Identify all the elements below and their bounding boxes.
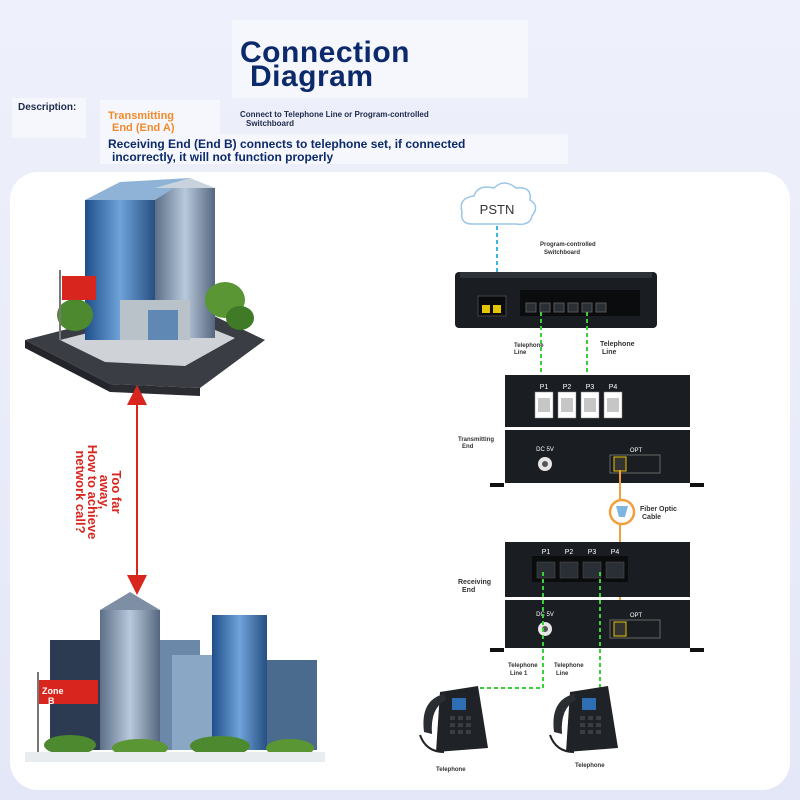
rx-port-p3: P3 [588,549,597,556]
distance-line1: Too far [109,470,124,513]
tel-line-right-2: Line [602,349,616,356]
description-background [12,98,86,138]
transmitting-end-line2: End (End A) [112,122,175,134]
tel-line-left-1: Telephone [514,343,544,349]
receiving-end-instruction: Receiving End (End B) connects to teleph… [108,138,465,163]
tx-end-label-line2: End [462,444,474,450]
transmitting-end-device: P1 P2 P3 P4 DC 5V OPT [490,375,704,487]
telephone-1-label: Telephone [436,767,466,773]
transmitting-end-line1: Transmitting [108,110,175,122]
tel-line-2-label-a: Telephone [554,663,584,669]
rx-end-label-line1: Receiving [458,579,491,586]
switchboard-label-line2: Switchboard [544,250,580,256]
telephone-2-label: Telephone [575,763,605,769]
distance-question: Too far away, How to achieve network cal… [73,445,124,540]
switchboard-label-line1: Program-controlled [540,242,596,248]
tel-line-right-1: Telephone [600,341,635,348]
tx-port-p2: P2 [563,384,572,391]
tx-port-p1: P1 [540,384,549,391]
rx-port-p4: P4 [611,549,620,556]
zone-b-line2: B [48,696,55,706]
switchboard-device [455,272,657,328]
rx-dc-label: DC 5V [536,612,554,618]
connect-instruction: Connect to Telephone Line or Program-con… [240,110,429,128]
transmitting-background [100,100,220,140]
connect-instruction-line1: Connect to Telephone Line or Program-con… [240,110,429,119]
distance-line4: network call? [73,450,88,533]
rx-telephone-line-1 [470,572,544,689]
distance-line2: away, [97,475,112,509]
tel-line-left-2: Line [514,350,527,356]
rx-opt-label: OPT [630,613,643,619]
pstn-label: PSTN [480,202,515,217]
distance-line3: How to achieve [85,445,100,540]
telephone-1-icon [419,686,488,753]
zone-b-line1: Zone [42,686,64,696]
tx-end-label-line1: Transmitting [458,437,494,443]
city-skyline-illustration: Zone B [25,592,325,762]
tel-line-1-label-b: Line 1 [510,671,528,677]
fiber-label-line2: Cable [642,514,661,521]
tel-line-1-label-a: Telephone [508,663,538,669]
page-title-line1: Connection [240,36,410,69]
telephone-2-icon [549,686,618,753]
tx-dc-label: DC 5V [536,447,554,453]
receiving-background [100,134,568,164]
connect-instruction-line2: Switchboard [246,119,295,128]
tx-port-p3: P3 [586,384,595,391]
receiving-end-device: P1 P2 P3 P4 DC 5V OPT [490,542,704,652]
office-building-illustration [25,178,265,396]
tel-line-2-label-b: Line [556,671,569,677]
page-title-line2: Diagram [250,60,374,93]
fiber-label-line1: Fiber Optic [640,506,677,513]
tx-opt-label: OPT [630,448,643,454]
rx-port-p2: P2 [565,549,574,556]
tx-port-p4: P4 [609,384,618,391]
receiving-instruction-line1: Receiving End (End B) connects to teleph… [108,137,466,151]
rx-port-p1: P1 [542,549,551,556]
title-background [232,20,528,98]
rx-end-label-line2: End [462,587,475,594]
description-label: Description: [18,102,77,113]
transmitting-end-label: Transmitting End (End A) [108,110,208,134]
receiving-instruction-line2: incorrectly, it will not function proper… [112,149,334,164]
fiber-connector-shape [616,506,628,517]
pstn-cloud: PSTN [460,182,537,226]
